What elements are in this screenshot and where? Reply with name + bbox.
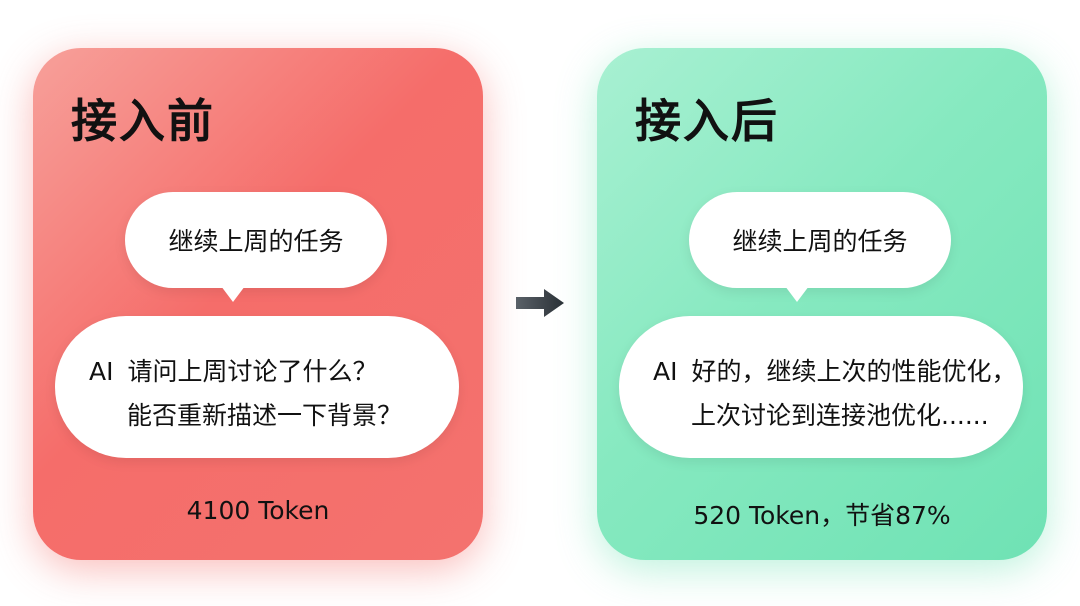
after-ai-line1-row: AI 好的，继续上次的性能优化，	[653, 352, 1017, 388]
before-title: 接入前	[71, 94, 215, 148]
after-ai-line2: 上次讨论到连接池优化......	[691, 401, 989, 430]
before-ai-line2: 能否重新描述一下背景？	[127, 401, 403, 430]
arrow-right-icon	[516, 289, 564, 317]
before-panel: 接入前 继续上周的任务 AI 请问上周讨论了什么？ 能否重新描述一下背景？ 410…	[33, 48, 483, 560]
after-user-message: 继续上周的任务	[732, 227, 908, 256]
after-user-bubble: 继续上周的任务	[689, 192, 951, 302]
before-ai-line1-row: AI 请问上周讨论了什么？	[89, 352, 378, 388]
before-ai-label: AI	[89, 357, 114, 386]
after-title: 接入后	[635, 94, 779, 148]
after-ai-label: AI	[653, 357, 678, 386]
before-user-bubble: 继续上周的任务	[125, 192, 387, 302]
after-token-count: 520 Token，节省87%	[693, 501, 951, 530]
before-ai-line1: 请问上周讨论了什么？	[127, 357, 378, 386]
after-ai-bubble: AI 好的，继续上次的性能优化， 上次讨论到连接池优化......	[619, 316, 1023, 458]
before-token-count: 4100 Token	[186, 496, 330, 525]
before-user-message: 继续上周的任务	[168, 227, 344, 256]
after-panel: 接入后 继续上周的任务 AI 好的，继续上次的性能优化， 上次讨论到连接池优化..…	[597, 48, 1047, 560]
before-ai-bubble: AI 请问上周讨论了什么？ 能否重新描述一下背景？	[55, 316, 459, 458]
after-ai-line1: 好的，继续上次的性能优化，	[691, 357, 1017, 386]
